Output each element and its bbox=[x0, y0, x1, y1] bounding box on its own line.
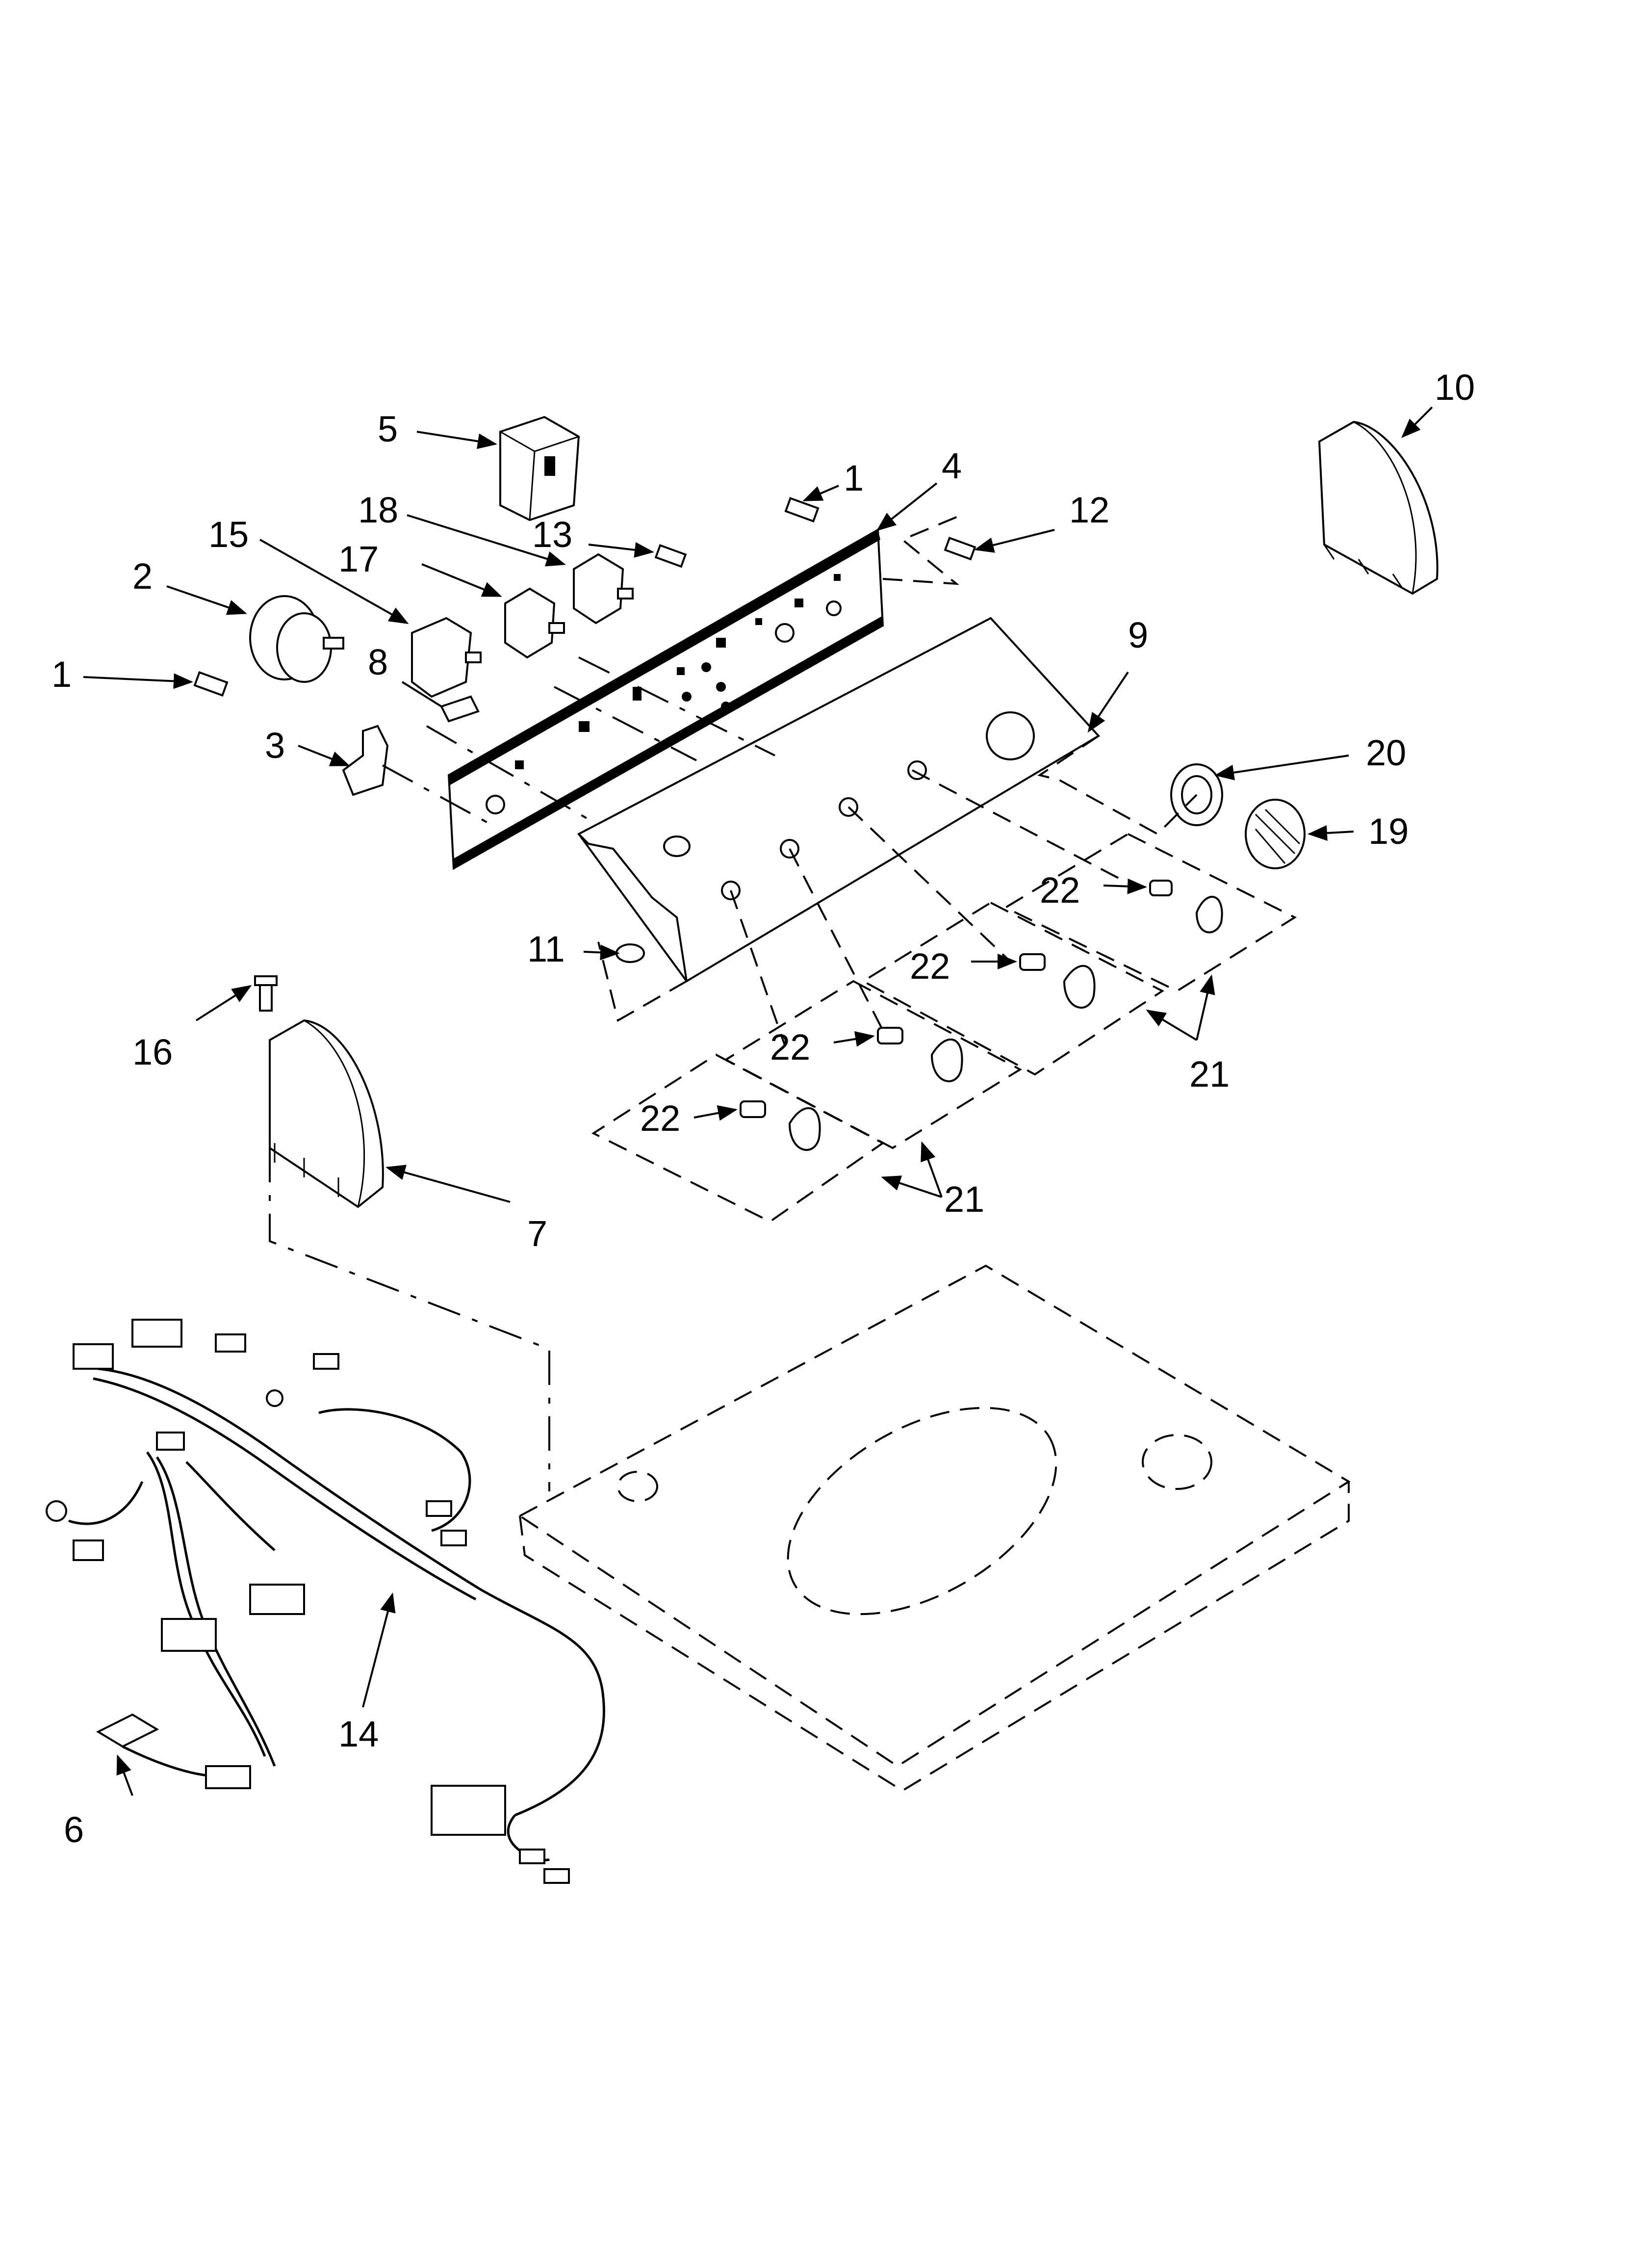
button-22 bbox=[740, 880, 1173, 1118]
screw-12 bbox=[944, 536, 976, 561]
callout-5: 5 bbox=[378, 409, 398, 449]
base-outline bbox=[518, 1264, 1351, 1792]
bracket bbox=[342, 725, 389, 796]
callout-2: 2 bbox=[132, 556, 153, 597]
knob-d bbox=[788, 1107, 821, 1151]
knob-b bbox=[1063, 965, 1096, 1009]
console bbox=[577, 617, 1101, 983]
callout-13: 13 bbox=[532, 514, 572, 555]
callout-labels: 1 1 2 3 4 5 6 7 8 9 10 11 12 13 14 15 16… bbox=[51, 367, 1475, 1850]
sensor bbox=[96, 1713, 251, 1789]
callout-12: 12 bbox=[1069, 490, 1109, 530]
callout-22b: 22 bbox=[910, 946, 950, 987]
callout-18: 18 bbox=[358, 490, 398, 530]
screw-1a bbox=[193, 671, 229, 697]
callout-20: 20 bbox=[1366, 732, 1406, 773]
callout-8: 8 bbox=[368, 642, 388, 682]
callout-21a: 21 bbox=[1189, 1054, 1230, 1095]
switch-17 bbox=[504, 587, 565, 659]
callout-6: 6 bbox=[64, 1809, 84, 1850]
callout-16: 16 bbox=[132, 1032, 173, 1072]
screw-13 bbox=[654, 544, 687, 568]
end-cap-left bbox=[269, 1019, 384, 1208]
timer bbox=[499, 416, 580, 521]
console-back-panel bbox=[447, 528, 884, 870]
callout-11: 11 bbox=[527, 929, 565, 969]
knob-a bbox=[1195, 896, 1223, 934]
switch-motor bbox=[249, 595, 344, 683]
callout-22d: 22 bbox=[640, 1098, 680, 1139]
callout-22c: 22 bbox=[770, 1027, 810, 1068]
callout-10: 10 bbox=[1435, 367, 1475, 408]
callout-14: 14 bbox=[338, 1714, 379, 1754]
guide-lines bbox=[269, 514, 1297, 1491]
terminal-block bbox=[440, 695, 480, 723]
callout-19: 19 bbox=[1368, 811, 1409, 852]
callout-4: 4 bbox=[942, 445, 962, 486]
callout-17: 17 bbox=[338, 539, 379, 579]
end-cap-right bbox=[1318, 420, 1438, 595]
knob-c bbox=[930, 1038, 963, 1082]
switch-15 bbox=[411, 617, 482, 698]
leader-lines bbox=[83, 406, 1433, 1796]
switch-18 bbox=[573, 553, 634, 625]
wire-harness bbox=[46, 1319, 605, 1884]
washer-11 bbox=[616, 943, 645, 963]
callout-3: 3 bbox=[265, 725, 285, 766]
screw-16 bbox=[254, 975, 278, 1012]
knob-skirt bbox=[1170, 763, 1223, 826]
callout-22a: 22 bbox=[1040, 870, 1080, 911]
callout-9: 9 bbox=[1128, 615, 1148, 655]
callout-7: 7 bbox=[527, 1213, 547, 1254]
callout-1a: 1 bbox=[51, 654, 72, 695]
knob-19 bbox=[1245, 799, 1306, 869]
callout-15: 15 bbox=[208, 514, 249, 555]
screw-1b bbox=[784, 497, 820, 522]
callout-1b: 1 bbox=[844, 458, 864, 498]
callout-21b: 21 bbox=[944, 1179, 984, 1220]
